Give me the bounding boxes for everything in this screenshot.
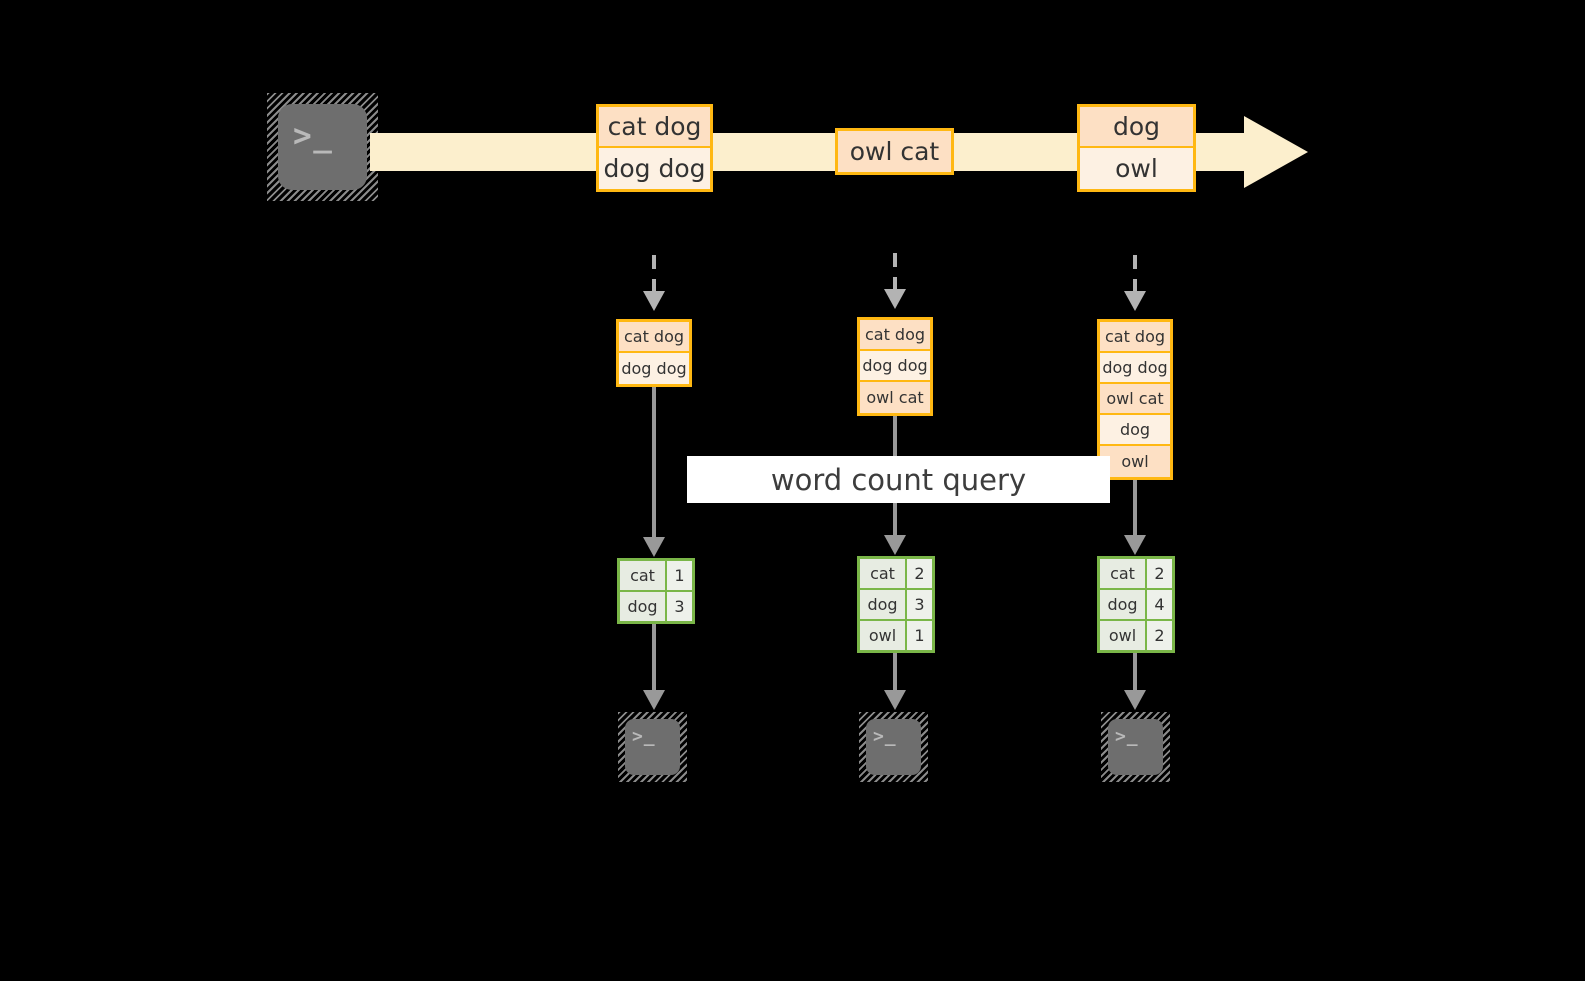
stream-event-line: dog dog (599, 148, 710, 189)
result-word: cat (620, 561, 667, 590)
stream-to-snapshot-arrowhead-icon (884, 289, 906, 309)
table-row: cat 2 (860, 559, 932, 588)
snapshot-input-box: cat dog dog dog (616, 319, 692, 387)
terminal-prompt-glyph: >_ (293, 118, 334, 154)
snapshot-input-line: owl cat (1100, 384, 1170, 415)
result-to-sink-arrowhead-icon (1124, 690, 1146, 710)
stream-to-snapshot-arrowhead-icon (1124, 291, 1146, 311)
result-to-sink-connector (1133, 652, 1137, 691)
stream-event-line: owl (1080, 148, 1193, 189)
result-word: cat (860, 559, 907, 588)
snapshot-input-line: cat dog (1100, 322, 1170, 353)
result-word: cat (1100, 559, 1147, 588)
result-word: dog (620, 592, 667, 621)
snapshot-to-result-arrowhead-icon (1124, 535, 1146, 555)
snapshot-to-result-connector (652, 382, 656, 538)
snapshot-input-line: dog dog (860, 351, 930, 382)
table-row: dog 3 (860, 588, 932, 619)
word-count-result-table: cat 2 dog 4 owl 2 (1097, 556, 1175, 653)
result-word: dog (1100, 590, 1147, 619)
source-terminal-icon: >_ (267, 93, 378, 201)
snapshot-to-result-connector (1133, 475, 1137, 536)
terminal-screen (625, 719, 680, 775)
result-to-sink-arrowhead-icon (884, 690, 906, 710)
table-row: dog 3 (620, 590, 692, 621)
result-word: dog (860, 590, 907, 619)
stream-event-line: owl cat (838, 131, 951, 172)
query-label: word count query (770, 462, 1027, 497)
snapshot-input-line: dog (1100, 415, 1170, 446)
result-count: 1 (907, 621, 932, 650)
terminal-prompt-glyph: >_ (1115, 726, 1139, 747)
result-count: 2 (1147, 621, 1172, 650)
terminal-screen (866, 719, 921, 775)
word-count-result-table: cat 2 dog 3 owl 1 (857, 556, 935, 653)
terminal-prompt-glyph: >_ (632, 726, 656, 747)
stream-event-line: dog (1080, 107, 1193, 148)
query-banner: word count query (687, 456, 1110, 503)
snapshot-input-line: owl (1100, 446, 1170, 477)
snapshot-input-box: cat dog dog dog owl cat (857, 317, 933, 416)
stream-event-box: dog owl (1077, 104, 1196, 192)
snapshot-input-line: owl cat (860, 382, 930, 413)
sink-terminal-icon: >_ (618, 712, 687, 782)
result-count: 3 (907, 590, 932, 619)
snapshot-input-line: cat dog (619, 322, 689, 353)
snapshot-input-line: dog dog (1100, 353, 1170, 384)
stream-to-snapshot-arrowhead-icon (643, 291, 665, 311)
result-count: 2 (1147, 559, 1172, 588)
stream-to-snapshot-connector (893, 253, 897, 291)
word-count-result-table: cat 1 dog 3 (617, 558, 695, 624)
stream-event-line: cat dog (599, 107, 710, 148)
sink-terminal-icon: >_ (859, 712, 928, 782)
snapshot-to-result-arrowhead-icon (643, 537, 665, 557)
snapshot-input-line: cat dog (860, 320, 930, 351)
table-row: dog 4 (1100, 588, 1172, 619)
result-word: owl (860, 621, 907, 650)
result-count: 4 (1147, 590, 1172, 619)
terminal-screen (278, 104, 367, 190)
result-to-sink-connector (652, 623, 656, 691)
sink-terminal-icon: >_ (1101, 712, 1170, 782)
snapshot-to-result-arrowhead-icon (884, 535, 906, 555)
stream-arrowhead-icon (1244, 116, 1308, 188)
stream-event-box: cat dog dog dog (596, 104, 713, 192)
result-count: 1 (667, 561, 692, 590)
table-row: cat 2 (1100, 559, 1172, 588)
result-count: 3 (667, 592, 692, 621)
stream-event-box: owl cat (835, 128, 954, 175)
stream-to-snapshot-connector (1133, 255, 1137, 293)
snapshot-input-line: dog dog (619, 353, 689, 384)
table-row: owl 1 (860, 619, 932, 650)
stream-to-snapshot-connector (652, 255, 656, 293)
result-to-sink-connector (893, 652, 897, 691)
result-word: owl (1100, 621, 1147, 650)
result-count: 2 (907, 559, 932, 588)
terminal-prompt-glyph: >_ (873, 726, 897, 747)
table-row: owl 2 (1100, 619, 1172, 650)
terminal-screen (1108, 719, 1163, 775)
table-row: cat 1 (620, 561, 692, 590)
snapshot-input-box: cat dog dog dog owl cat dog owl (1097, 319, 1173, 480)
result-to-sink-arrowhead-icon (643, 690, 665, 710)
